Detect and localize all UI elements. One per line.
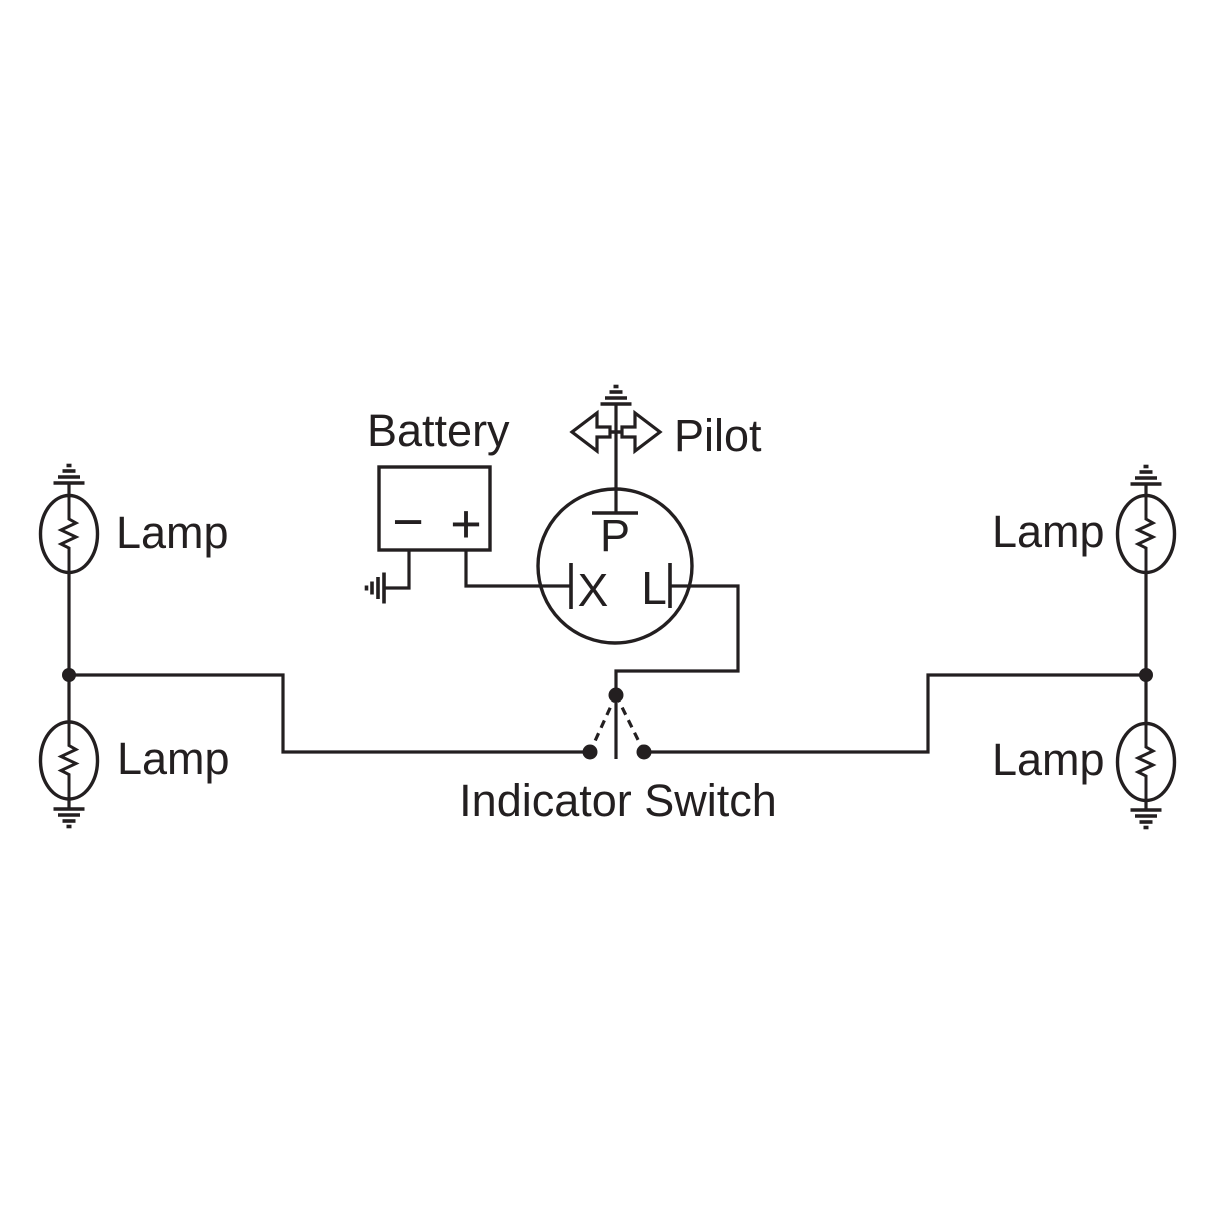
indicator-switch-symbol xyxy=(582,687,652,760)
lamp-top-left xyxy=(38,463,100,575)
lamp-bottom-left xyxy=(38,720,100,829)
lamp-icon-top-left xyxy=(38,493,100,575)
lamp-bottom-right-label: Lamp xyxy=(992,734,1105,785)
terminal-x-label: X xyxy=(578,564,609,616)
lamp-top-right-label: Lamp xyxy=(992,506,1105,557)
wire-l-to-switch xyxy=(614,584,740,695)
lamp-icon-top-right xyxy=(1115,493,1177,575)
terminal-l-label: L xyxy=(641,562,667,614)
ground-icon-lamp-bottom-left xyxy=(51,807,87,829)
lamp-bottom-right xyxy=(1115,721,1177,830)
battery-box xyxy=(377,465,492,552)
lamp-bottom-left-label: Lamp xyxy=(117,733,230,784)
ground-icon-lamp-top-right xyxy=(1128,464,1164,486)
left-arrow-icon xyxy=(569,409,612,455)
switch-left-contact xyxy=(582,744,598,760)
switch-throw-right xyxy=(614,694,646,753)
ground-icon-pilot xyxy=(598,384,634,406)
lamp-top-left-label: Lamp xyxy=(116,507,229,558)
terminal-p-label: P xyxy=(600,510,630,561)
pilot-symbol xyxy=(569,384,663,455)
lamp-icon-bottom-right xyxy=(1115,721,1177,803)
battery-label: Battery xyxy=(367,405,510,456)
right-arrow-icon xyxy=(620,409,663,455)
lamp-top-right xyxy=(1115,464,1177,575)
junction-left xyxy=(62,668,76,682)
lamp-icon-bottom-left xyxy=(38,720,100,801)
battery-symbol: − + xyxy=(364,465,492,606)
switch-common-contact xyxy=(608,687,624,703)
switch-right-contact xyxy=(636,744,652,760)
ground-icon-lamp-top-left xyxy=(51,463,87,485)
ground-icon-lamp-bottom-right xyxy=(1128,808,1164,830)
flasher-relay-symbol: P X L xyxy=(536,487,694,645)
switch-throw-left xyxy=(588,694,618,753)
relay-circle xyxy=(536,487,694,645)
battery-positive-terminal: + xyxy=(450,494,482,554)
pilot-label: Pilot xyxy=(674,410,762,461)
ground-icon-battery xyxy=(364,570,386,606)
wire-switch-to-left-lamps xyxy=(69,673,590,754)
wire-battery-positive-to-x xyxy=(464,550,571,588)
wire-battery-negative-to-ground xyxy=(384,550,411,590)
junction-right xyxy=(1139,668,1153,682)
indicator-switch-label: Indicator Switch xyxy=(459,775,777,826)
wire-switch-to-right-lamps xyxy=(644,673,1146,754)
battery-negative-terminal: − xyxy=(392,492,424,552)
